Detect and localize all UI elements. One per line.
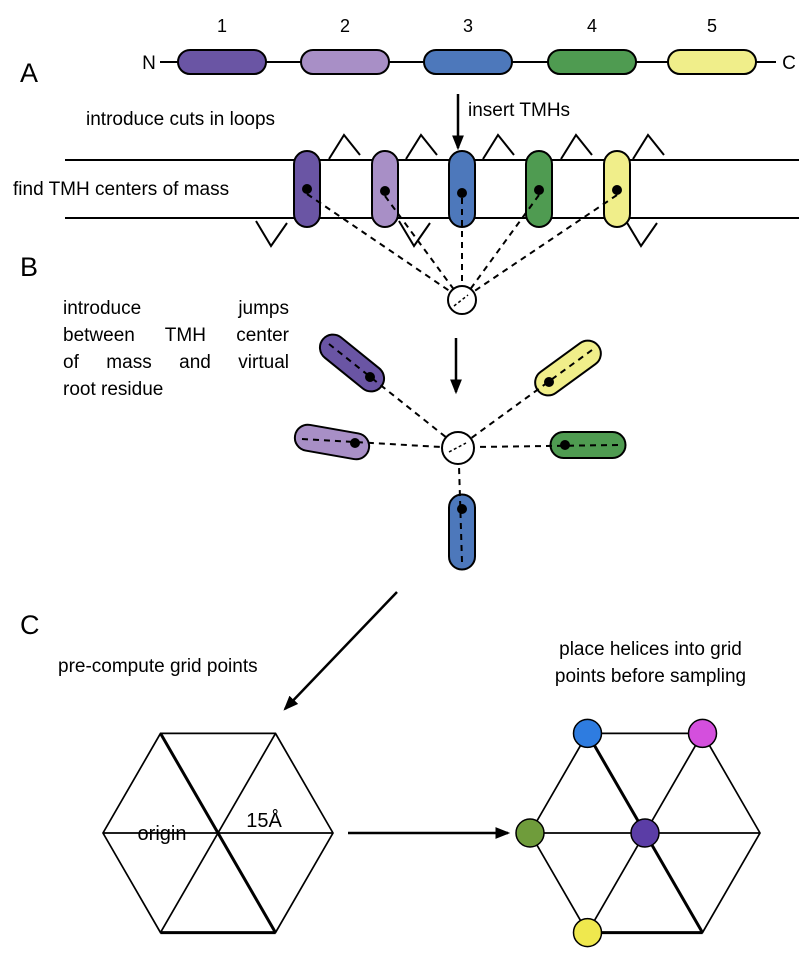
center-of-mass-dot [302,184,312,194]
n-terminus-label: N [142,53,156,74]
radial-helix-1 [318,333,386,393]
loop-cut-mark [328,133,361,160]
com-jump-line [468,194,540,292]
center-of-mass-dot [534,185,544,195]
c-terminus-label: C [782,53,796,74]
sequence-helix-2 [300,49,390,75]
panel-b-label: B [20,252,39,282]
center-of-mass-dot [380,186,390,196]
center-of-mass-dot [560,440,570,450]
introduce-jumps-line-2: between TMH center [63,325,289,346]
center-of-mass-dot [612,185,622,195]
sequence-helix-5-number: 5 [707,16,717,36]
center-of-mass-dot [457,504,467,514]
center-of-mass-dot [350,438,360,448]
loop-cut-mark [405,133,438,160]
sequence-helix-5 [667,49,757,75]
insert-tmhs-label: insert TMHs [468,100,571,121]
radial-helix-2 [293,423,371,461]
sequence-helix-3 [423,49,513,75]
loop-cut-mark [560,133,593,160]
com-jump-line [384,195,456,292]
radial-helix-5 [534,339,602,397]
sequence-helix-2-number: 2 [340,16,350,36]
sequence-helix-4-number: 4 [587,16,597,36]
loop-cut-mark [482,133,515,160]
grid-dot-blue [572,718,603,749]
panel-c-label: C [20,610,40,640]
virtual-root-circle [441,431,475,465]
origin-label: origin [138,823,187,845]
virtual-root-dash [453,294,469,307]
precompute-grid-label: pre-compute grid points [58,656,258,677]
introduce-jumps-line-3: of mass and virtual [63,352,289,373]
center-of-mass-dot [544,377,554,387]
jump-line [458,465,463,563]
loop-cut-mark [398,220,431,248]
introduce-jumps-line-1: introduce jumps [63,298,289,319]
panel-a-label: A [20,58,39,88]
jump-line [301,438,442,448]
place-helices-line-1: place helices into grid [559,639,742,660]
sequence-helix-1-number: 1 [217,16,227,36]
panel-c-diagonal-arrow [283,591,398,711]
hex-grid-left-spoke [159,732,277,934]
center-of-mass-dot [365,372,375,382]
grid-dot-yellow [572,917,603,948]
introduce-cuts-label: introduce cuts in loops [86,109,276,130]
place-helices-label: place helices into grid points before sa… [508,636,793,690]
com-jump-line [472,194,618,293]
sequence-helix-1 [177,49,267,75]
grid-dot-purple [630,818,660,848]
grid-dot-magenta [687,718,718,749]
grid-dot-green [515,818,545,848]
loop-cut-mark [625,220,658,248]
loop-cut-mark [255,220,288,248]
com-jump-line [306,193,452,293]
grid-spacing-label: 15Å [246,809,282,832]
jump-line [474,444,619,448]
sequence-helix-4 [547,49,637,75]
introduce-jumps-line-4: root residue [63,379,164,400]
jump-line [469,349,593,440]
loop-cut-mark [632,133,665,160]
introduce-jumps-label: introduce jumps between TMH center of ma… [63,295,289,403]
jump-line [328,343,448,439]
sequence-helix-3-number: 3 [463,16,473,36]
find-centers-label: find TMH centers of mass [13,179,230,200]
place-helices-line-2: points before sampling [554,666,747,687]
virtual-root-circle [447,285,477,315]
center-of-mass-dot [457,188,467,198]
radial-helix-3 [448,493,476,571]
